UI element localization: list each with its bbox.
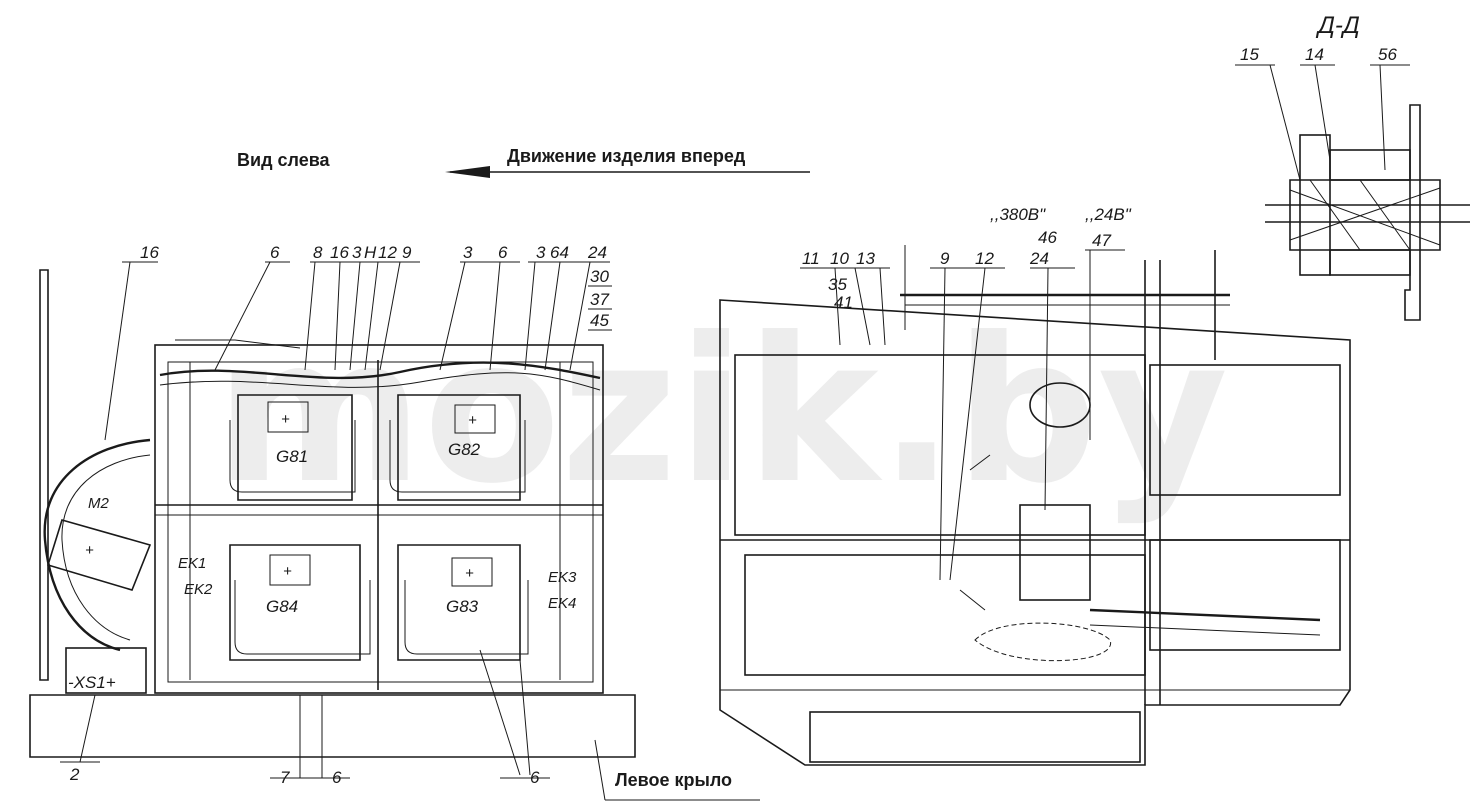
direction-arrow bbox=[445, 166, 810, 178]
callout-9-b: 9 bbox=[940, 249, 950, 268]
battery-g84-label: G84 bbox=[266, 597, 298, 616]
battery-g82: + G82 bbox=[389, 394, 526, 501]
callout-3-a: 3 bbox=[352, 243, 362, 262]
watermark: mozik.by bbox=[215, 295, 1228, 528]
battery-g84: + G84 bbox=[229, 544, 371, 661]
left-view: + G81 + G82 + G84 + G83 EK1 EK2 EK3 EK bbox=[29, 243, 760, 801]
callout-12-a: 12 bbox=[378, 243, 397, 262]
callout-24-a: 24 bbox=[587, 243, 607, 262]
callout-37: 37 bbox=[590, 290, 609, 309]
callout-9-a: 9 bbox=[402, 243, 412, 262]
svg-text:+: + bbox=[281, 411, 290, 428]
callout-6-d: 6 bbox=[530, 768, 540, 787]
section-dd: 15 14 56 bbox=[1235, 45, 1470, 321]
battery-g82-label: G82 bbox=[448, 440, 481, 459]
heater-ek3: EK3 bbox=[548, 569, 577, 586]
callout-16-b: 16 bbox=[330, 243, 349, 262]
heater-ek2: EK2 bbox=[184, 581, 213, 598]
callout-47: 47 bbox=[1092, 231, 1111, 250]
callout-64: 64 bbox=[550, 243, 569, 262]
right-view: 11 10 13 9 12 46 24 47 35 41 ,,380B" ,,2… bbox=[719, 205, 1351, 766]
callout-15: 15 bbox=[1240, 45, 1259, 64]
callout-2: 2 bbox=[69, 765, 80, 784]
voltage-24: ,,24B" bbox=[1085, 205, 1132, 224]
connector-xs1: -XS1+ bbox=[65, 647, 147, 694]
svg-text:+: + bbox=[465, 565, 474, 582]
callout-56: 56 bbox=[1378, 45, 1397, 64]
left-wing-plate bbox=[29, 694, 636, 758]
callout-h: H bbox=[364, 243, 377, 262]
svg-text:+: + bbox=[468, 412, 477, 429]
callout-12-b: 12 bbox=[975, 249, 994, 268]
callout-3-b: 3 bbox=[463, 243, 473, 262]
svg-text:+: + bbox=[283, 563, 292, 580]
svg-text:+: + bbox=[85, 542, 94, 559]
callout-13: 13 bbox=[856, 249, 875, 268]
heater-ek4: EK4 bbox=[548, 595, 576, 612]
callout-14: 14 bbox=[1305, 45, 1324, 64]
direction-label: Движение изделия вперед bbox=[507, 146, 746, 166]
callout-24-b: 24 bbox=[1029, 249, 1049, 268]
callout-8: 8 bbox=[313, 243, 323, 262]
callout-7: 7 bbox=[280, 768, 290, 787]
section-title: Д-Д bbox=[1318, 12, 1360, 39]
callout-45: 45 bbox=[590, 311, 609, 330]
motor-m2: M2 + bbox=[46, 495, 152, 591]
callout-6-c: 6 bbox=[332, 768, 342, 787]
battery-g81: + G81 bbox=[229, 394, 356, 501]
callout-3-c: 3 bbox=[536, 243, 546, 262]
battery-g83-label: G83 bbox=[446, 597, 479, 616]
motor-m2-label: M2 bbox=[88, 495, 109, 512]
callout-41: 41 bbox=[834, 293, 853, 312]
battery-g81-label: G81 bbox=[276, 447, 308, 466]
callout-6-b: 6 bbox=[498, 243, 508, 262]
callout-30: 30 bbox=[590, 267, 609, 286]
voltage-380: ,,380B" bbox=[990, 205, 1046, 224]
callout-11: 11 bbox=[802, 249, 820, 268]
battery-g83: + G83 bbox=[397, 544, 529, 661]
heater-ek1: EK1 bbox=[178, 555, 206, 572]
callout-35: 35 bbox=[828, 275, 847, 294]
connector-xs1-label: -XS1+ bbox=[68, 673, 116, 692]
view-title: Вид слева bbox=[237, 150, 330, 170]
left-wing-label: Левое крыло bbox=[615, 770, 733, 790]
left-frame bbox=[154, 344, 604, 694]
callout-10: 10 bbox=[830, 249, 849, 268]
callout-16-a: 16 bbox=[140, 243, 159, 262]
callout-6-a: 6 bbox=[270, 243, 280, 262]
callout-46: 46 bbox=[1038, 228, 1057, 247]
